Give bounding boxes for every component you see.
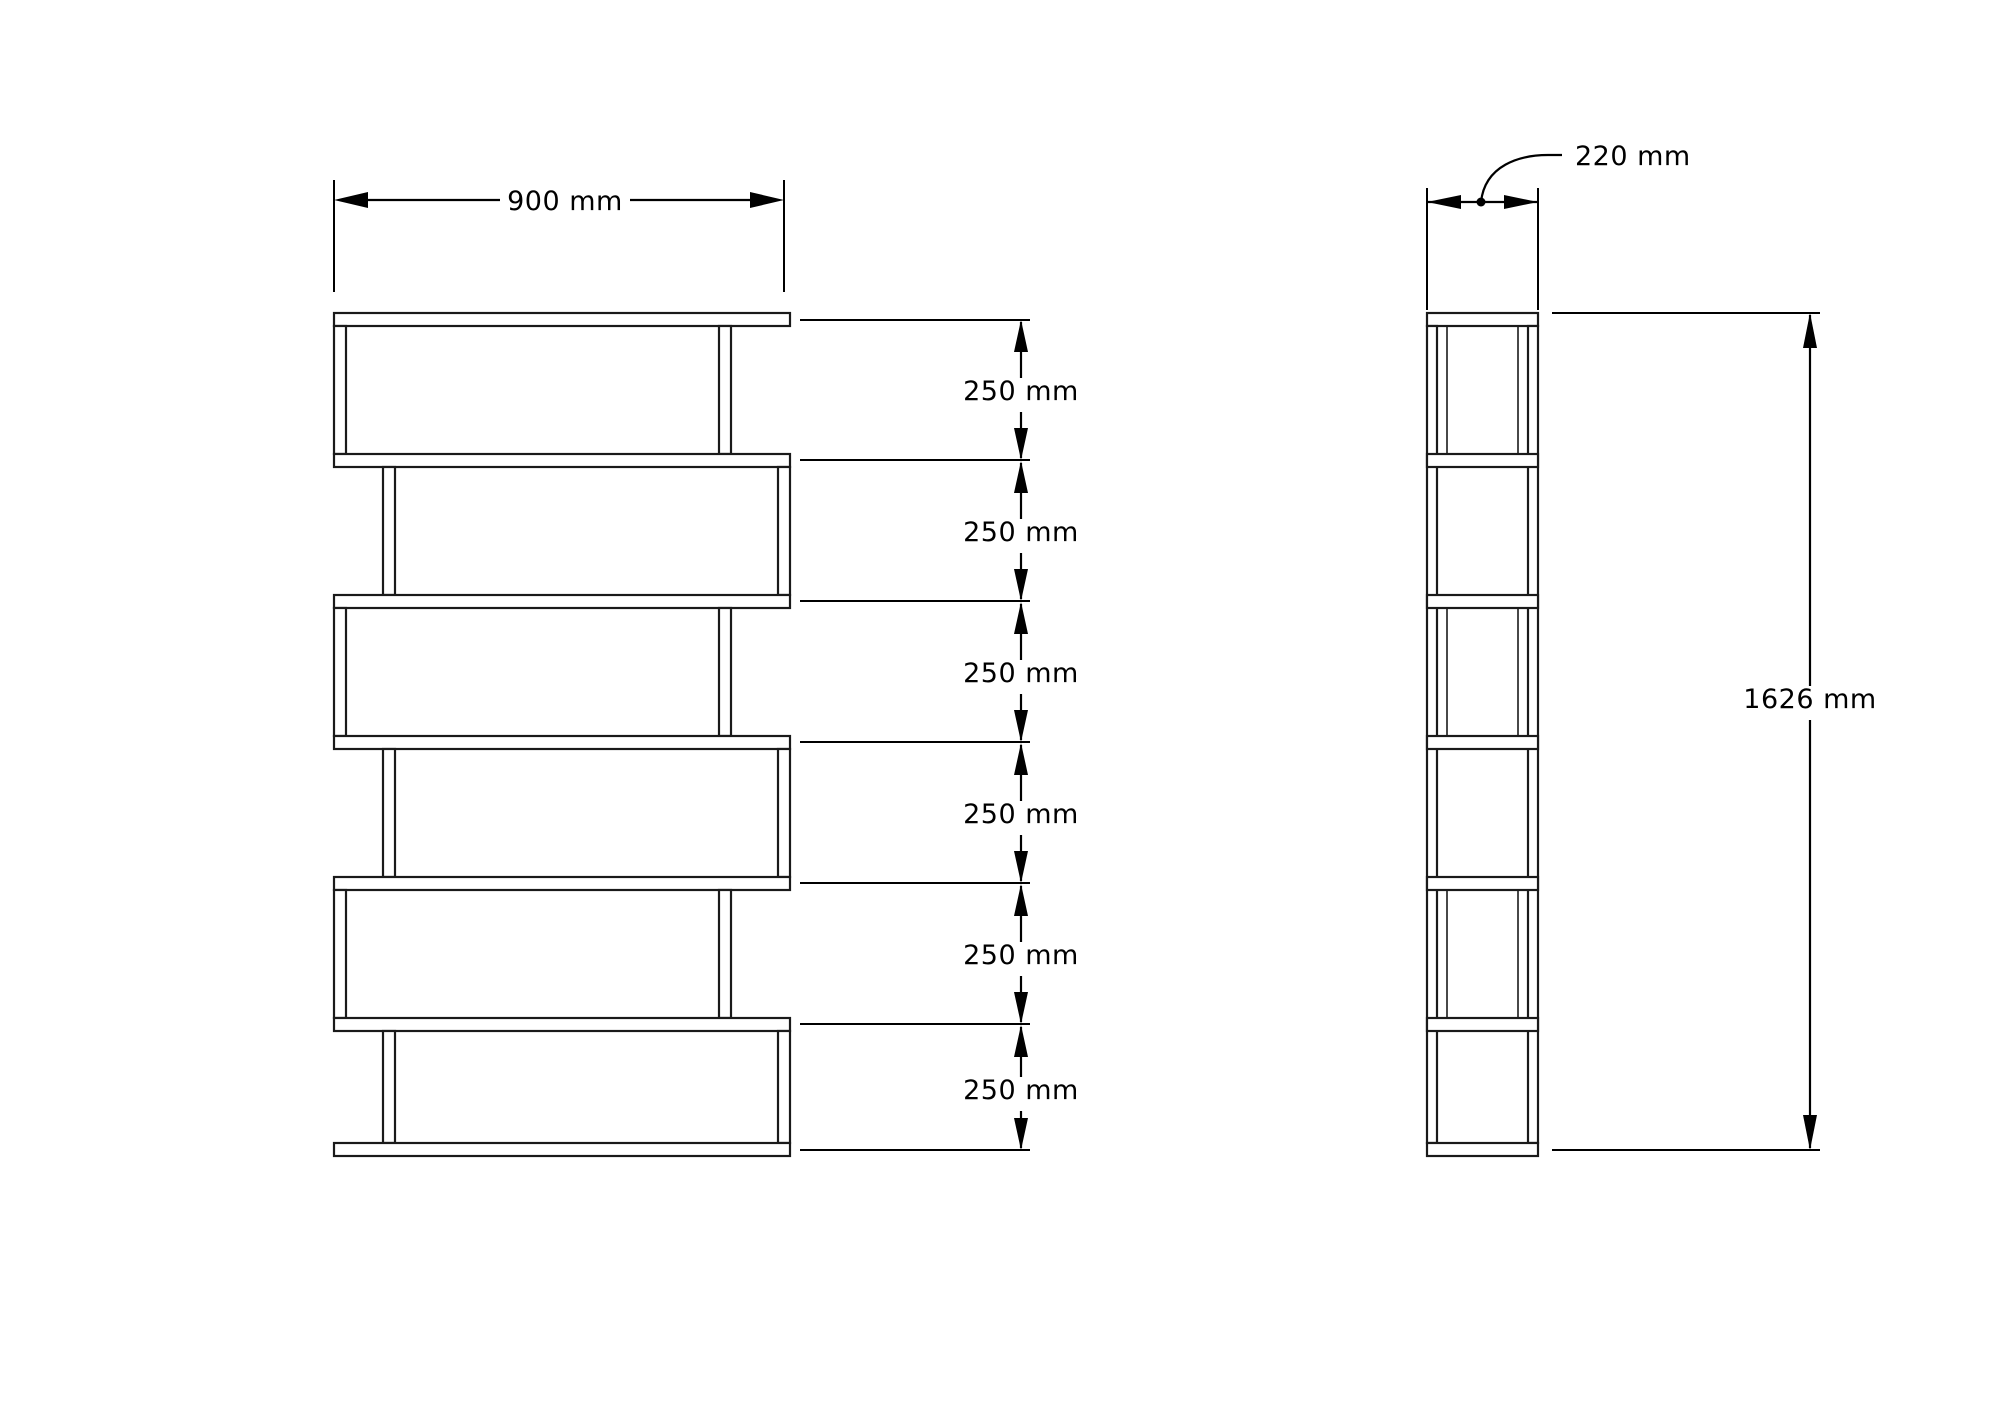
- vertical-panel-6-left: [381, 1029, 397, 1145]
- shelf-plate-4: [332, 734, 792, 751]
- shelf-plate-5-rect: [332, 875, 792, 892]
- spacing-arrow-3-up-icon: [1014, 602, 1028, 634]
- spacing-label-3: 250 mm: [963, 658, 1079, 689]
- side-shelf-plate-6: [1425, 1016, 1540, 1033]
- spacing-arrow-6-up-icon: [1014, 1025, 1028, 1057]
- spacing-segment-6: 250 mm: [963, 1025, 1079, 1150]
- vertical-panel-2-right: [776, 465, 792, 597]
- vertical-panel-6-right: [776, 1029, 792, 1145]
- width-arrow-right-icon: [750, 192, 784, 208]
- vertical-panel-3-right: [717, 606, 733, 738]
- spacing-arrow-5-up-icon: [1014, 884, 1028, 916]
- compartment-5: [332, 888, 733, 1020]
- depth-arrow-right-icon: [1504, 195, 1538, 209]
- spacing-arrow-1-up-icon: [1014, 320, 1028, 352]
- vertical-panel-1-right: [717, 324, 733, 456]
- side-profile-body: [1425, 311, 1540, 1158]
- depth-arrow-left-icon: [1427, 195, 1461, 209]
- shelf-base-plate: [332, 1141, 792, 1158]
- spacing-segment-5: 250 mm: [963, 884, 1079, 1024]
- vertical-panel-5-left: [332, 888, 348, 1020]
- shelf-plate-6: [332, 1016, 792, 1033]
- spacing-label-1: 250 mm: [963, 376, 1079, 407]
- compartment-3: [332, 606, 733, 738]
- depth-leader-curve: [1479, 153, 1562, 203]
- shelf-plate-6-rect: [332, 1016, 792, 1033]
- height-arrow-top-icon: [1803, 313, 1817, 348]
- compartment-2: [381, 465, 792, 597]
- shelf-plate-1: [332, 311, 792, 328]
- side-elevation-group: 220 mm: [1425, 141, 1876, 1158]
- side-base-plate: [1425, 1141, 1540, 1158]
- spacing-segment-1: 250 mm: [963, 320, 1079, 460]
- shelf-plate-3-rect: [332, 593, 792, 610]
- spacing-arrow-1-down-icon: [1014, 428, 1028, 460]
- front-elevation-group: 900 mm: [332, 180, 792, 1158]
- spacing-arrow-4-up-icon: [1014, 743, 1028, 775]
- side-top-plate: [1425, 311, 1540, 328]
- spacing-arrow-6-down-icon: [1014, 1118, 1028, 1150]
- vertical-panel-4-left: [381, 747, 397, 879]
- spacing-label-4: 250 mm: [963, 799, 1079, 830]
- spacing-segment-4: 250 mm: [963, 743, 1079, 883]
- shelf-plate-3: [332, 593, 792, 610]
- depth-dimension-label: 220 mm: [1575, 141, 1691, 172]
- compartment-4: [381, 747, 792, 879]
- shelf-spacing-dimension-chain: 250 mm 250 mm 250 mm: [800, 319, 1079, 1151]
- vertical-panel-2-left: [381, 465, 397, 597]
- height-dimension-label: 1626 mm: [1743, 684, 1876, 715]
- spacing-arrow-2-up-icon: [1014, 461, 1028, 493]
- height-arrow-bottom-icon: [1803, 1115, 1817, 1150]
- vertical-panel-3-left: [332, 606, 348, 738]
- vertical-panel-4-right: [776, 747, 792, 879]
- side-shelf-plate-2: [1425, 452, 1540, 469]
- spacing-label-2: 250 mm: [963, 517, 1079, 548]
- vertical-panel-5-right: [717, 888, 733, 1020]
- depth-dimension-220: 220 mm: [1426, 141, 1691, 310]
- side-shelf-plate-3: [1425, 593, 1540, 610]
- shelf-plate-4-rect: [332, 734, 792, 751]
- spacing-arrow-2-down-icon: [1014, 569, 1028, 601]
- spacing-arrow-5-down-icon: [1014, 992, 1028, 1024]
- spacing-segment-2: 250 mm: [963, 461, 1079, 601]
- shelf-top-plate: [332, 311, 792, 328]
- width-dimension-900: 900 mm: [333, 180, 785, 292]
- spacing-arrow-3-down-icon: [1014, 710, 1028, 742]
- spacing-label-5: 250 mm: [963, 940, 1079, 971]
- compartment-6: [381, 1029, 792, 1145]
- spacing-segment-3: 250 mm: [963, 602, 1079, 742]
- depth-leader-dot-icon: [1476, 197, 1486, 207]
- height-dimension-1626: 1626 mm: [1552, 312, 1876, 1151]
- compartment-1: [332, 324, 733, 456]
- side-shelf-plate-5: [1425, 875, 1540, 892]
- spacing-arrow-4-down-icon: [1014, 851, 1028, 883]
- base-plate-rect: [332, 1141, 792, 1158]
- side-shelf-plate-4: [1425, 734, 1540, 751]
- shelf-plate-2-rect: [332, 452, 792, 469]
- width-arrow-left-icon: [334, 192, 368, 208]
- shelf-plate-2: [332, 452, 792, 469]
- shelf-plate-5: [332, 875, 792, 892]
- width-dimension-label: 900 mm: [507, 186, 623, 217]
- spacing-label-6: 250 mm: [963, 1075, 1079, 1106]
- vertical-panel-1-left: [332, 324, 348, 456]
